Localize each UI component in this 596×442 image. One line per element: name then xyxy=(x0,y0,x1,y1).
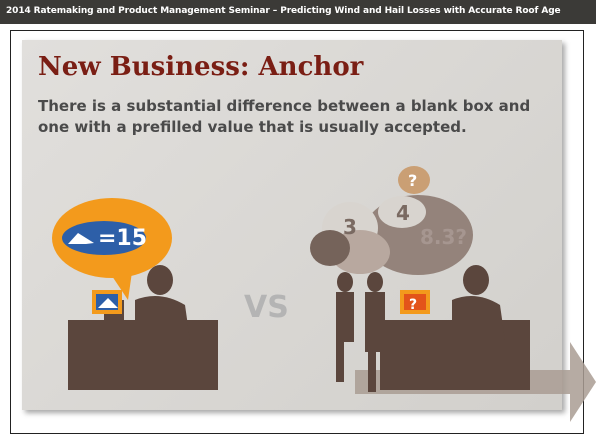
slide-subtitle: There is a substantial difference betwee… xyxy=(38,97,531,136)
header-bar: 2014 Ratemaking and Product Management S… xyxy=(0,0,596,24)
house-icon xyxy=(98,298,118,308)
right-thought-bubbles xyxy=(310,166,473,275)
guess-8-3: 8.3? xyxy=(420,225,467,249)
slide-frame xyxy=(10,30,584,434)
left-speech-bubble xyxy=(52,198,172,300)
slide-title: New Business: Anchor xyxy=(38,52,364,82)
guess-3: 3 xyxy=(343,215,357,239)
crowd-silhouettes xyxy=(336,272,385,392)
left-desk-silhouette xyxy=(68,265,218,390)
question-mark-icon: ? xyxy=(409,297,417,313)
roof-icon xyxy=(68,233,94,244)
guess-q: ? xyxy=(408,171,417,190)
left-bubble-value: =15 xyxy=(98,226,148,251)
vs-label: VS xyxy=(244,290,289,325)
header-title: 2014 Ratemaking and Product Management S… xyxy=(6,6,561,16)
guess-4: 4 xyxy=(396,201,410,225)
right-desk-silhouette: ? xyxy=(380,265,530,390)
